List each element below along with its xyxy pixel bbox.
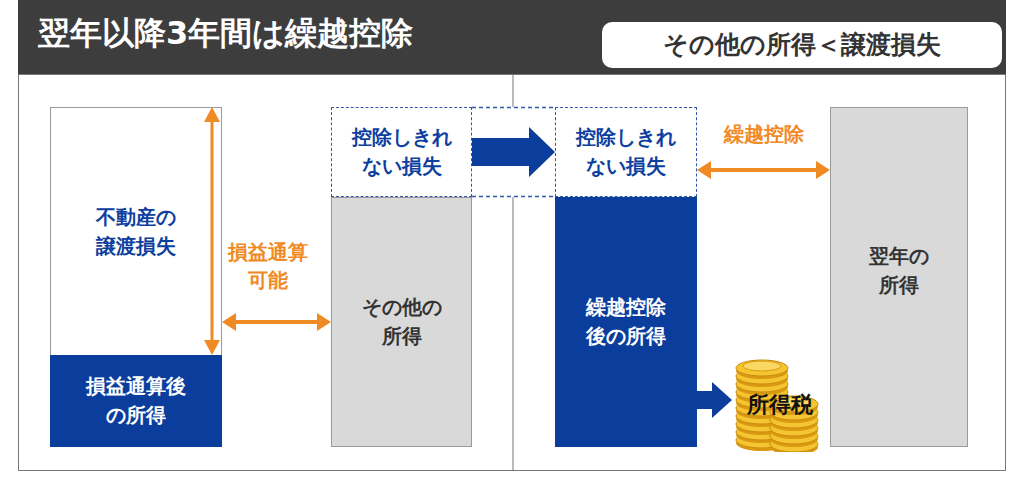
dashed-loss-box: 控除しきれない損失 [331, 107, 472, 197]
block-arrow [472, 127, 555, 177]
connector-label: 損益通算可能 [226, 238, 310, 294]
box-text: 損益通算後の所得 [83, 372, 189, 430]
connector-line [709, 168, 818, 172]
connector-label: 繰越控除 [700, 120, 828, 148]
box-text: 控除しきれない損失 [349, 123, 455, 181]
connector [697, 161, 830, 179]
coin-face [743, 361, 781, 371]
diagram-title: 翌年以降3年間は繰越控除 [38, 12, 413, 56]
dashed-band-line [472, 107, 555, 109]
dashed-loss-box: 控除しきれない損失 [555, 107, 697, 197]
arrow-head [317, 313, 331, 331]
text-area: 所得税 [732, 390, 828, 420]
arrow-head [816, 161, 830, 179]
box-text: 翌年の所得 [866, 242, 932, 300]
income-tax-coins: 所得税 [732, 352, 828, 452]
box-text: 控除しきれない損失 [573, 123, 679, 181]
header-bar [18, 0, 1006, 74]
text-area: 翌年の所得 [831, 108, 967, 434]
text-area: その他の所得 [332, 198, 471, 446]
connector [222, 313, 331, 331]
income-after-offset-box: 損益通算後の所得 [50, 355, 222, 447]
box-text: 所得税 [747, 389, 813, 421]
box-text: 不動産の譲渡損失 [93, 203, 179, 261]
box-text: 繰越控除後の所得 [583, 293, 669, 351]
carryover-income-box: 繰越控除後の所得 [555, 197, 697, 447]
text-area: 損益通算後の所得 [50, 355, 222, 447]
dashed-band-line [472, 196, 555, 198]
connector-line [234, 320, 319, 324]
connector [697, 382, 732, 418]
panel-divider [513, 197, 514, 470]
other-income-box: その他の所得 [331, 197, 472, 447]
next-year-income-box: 翌年の所得 [830, 107, 968, 447]
text-area: 控除しきれない損失 [332, 108, 471, 195]
text-area: 控除しきれない損失 [556, 108, 696, 195]
block-arrow [697, 382, 732, 418]
panel-frame [19, 75, 1006, 471]
text-area: その他の所得＜譲渡損失 [602, 22, 1002, 68]
text-area: 不動産の譲渡損失 [51, 108, 221, 355]
coin [736, 360, 788, 376]
panel-divider [513, 74, 514, 107]
loss-box: 不動産の譲渡損失損益通算後の所得 [50, 107, 222, 447]
arrow-head [222, 313, 236, 331]
connector [472, 127, 555, 177]
arrow-head [697, 161, 711, 179]
box-text: その他の所得 [359, 293, 445, 351]
text-area: 繰越控除後の所得 [555, 197, 697, 447]
box-text: その他の所得＜譲渡損失 [663, 27, 941, 63]
condition-badge: その他の所得＜譲渡損失 [602, 22, 1002, 68]
